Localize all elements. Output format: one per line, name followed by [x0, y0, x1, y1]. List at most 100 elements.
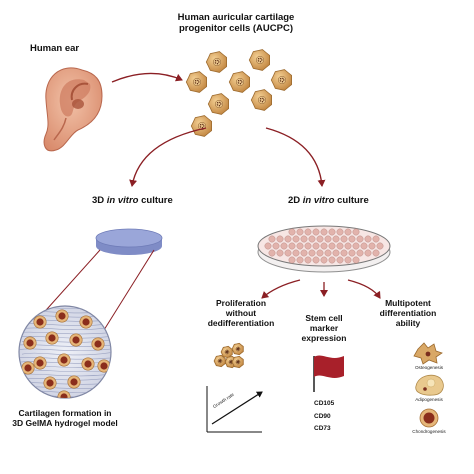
dish-cell [316, 235, 324, 243]
proliferation-label: Proliferation without dedifferentiation [207, 298, 275, 329]
dish-cell [296, 228, 304, 236]
dish-cell [368, 242, 376, 250]
hydrogel-chondrocyte [55, 309, 69, 323]
dish-cell [280, 242, 288, 250]
dish-cell [304, 256, 312, 264]
stem-cell-label: Stem cell marker expression [301, 313, 347, 344]
human-ear-label: Human ear [30, 43, 80, 54]
dish-cell [372, 249, 380, 257]
flag-icon [313, 355, 344, 392]
dish-cell [276, 249, 284, 257]
dish-cell [320, 256, 328, 264]
dish-cell [372, 235, 380, 243]
dish-cell [364, 249, 372, 257]
dish-cell [352, 256, 360, 264]
hydrogel-chondrocyte [45, 331, 59, 345]
dish-cell [336, 256, 344, 264]
gelma-disc [95, 228, 163, 255]
dish-cell [352, 228, 360, 236]
growth-rate-arrow [211, 391, 263, 425]
dish-cell [268, 235, 276, 243]
dish-cell [328, 242, 336, 250]
dish-cell [328, 228, 336, 236]
hydrogel-chondrocyte [67, 375, 81, 389]
dish-cell [336, 242, 344, 250]
dish-cell [352, 242, 360, 250]
hydrogel-chondrocyte [81, 357, 95, 371]
dish-cell [284, 235, 292, 243]
arrow-to-multipotent [347, 279, 381, 299]
dish-cell [376, 242, 384, 250]
dish-cell [360, 242, 368, 250]
osteogenesis-label: Osteogenesis [414, 365, 444, 370]
dish-cell [316, 249, 324, 257]
dish-cell [312, 242, 320, 250]
dish-cell [340, 249, 348, 257]
culture-3d-label: 3D in vitro culture [92, 195, 173, 206]
hydrogel-fiber [21, 351, 111, 356]
chondrogenesis-label: Chondrogenesis [412, 429, 446, 434]
dish-cell [276, 235, 284, 243]
proliferating-cell [213, 354, 226, 368]
dish-cell [284, 249, 292, 257]
aucpc-label: Human auricular cartilage progenitor cel… [177, 12, 295, 35]
dish-cell [272, 242, 280, 250]
hydrogel-chondrocyte [33, 315, 47, 329]
dish-cell [312, 256, 320, 264]
dish-cell [356, 235, 364, 243]
osteocyte-icon [413, 342, 443, 365]
dish-cell [288, 256, 296, 264]
dish-cell [344, 256, 352, 264]
culture-2d-label: 2D in vitro culture [288, 195, 369, 206]
dish-cell [344, 242, 352, 250]
hydrogel-cells [21, 309, 111, 398]
hydrogel-chondrocyte [43, 376, 57, 390]
dish-cell [324, 235, 332, 243]
zoom-line-right [103, 249, 155, 331]
dish-cell [300, 249, 308, 257]
aucpc-cell [250, 89, 272, 111]
hydrogel-chondrocyte [33, 356, 47, 370]
proliferating-cell [231, 342, 244, 356]
cartilage-formation-label: Cartilagen formation in 3D GelMA hydroge… [12, 408, 118, 429]
dish-cell [320, 228, 328, 236]
aucpc-cell [207, 93, 229, 115]
proliferation-cells [213, 342, 244, 369]
arrow-to-proliferation [261, 279, 301, 299]
hydrogel-chondrocyte [23, 336, 37, 350]
dish-cell [356, 249, 364, 257]
dish-cells [264, 228, 384, 264]
aucpc-cell [185, 71, 207, 93]
dish-cell [348, 249, 356, 257]
proliferating-cell [231, 355, 244, 369]
hydrogel-fiber [19, 347, 111, 352]
hydrogel-chondrocyte [57, 353, 71, 367]
aucpc-cell-cluster [185, 49, 292, 137]
dish-cell [348, 235, 356, 243]
hydrogel-chondrocyte [79, 315, 93, 329]
dish-cell [288, 228, 296, 236]
dish-cell [288, 242, 296, 250]
dish-cell [320, 242, 328, 250]
dish-cell [304, 228, 312, 236]
dish-cell [328, 256, 336, 264]
adipogenesis-label: Adipogenesis [415, 397, 443, 402]
growth-graph [206, 386, 263, 433]
aucpc-cell [228, 71, 250, 93]
aucpc-cell [248, 49, 270, 71]
hydrogel-chondrocyte [21, 361, 35, 375]
marker-cd90: CD90 [314, 412, 331, 420]
dish-cell [264, 242, 272, 250]
dish-cell [268, 249, 276, 257]
dish-cell [292, 235, 300, 243]
dish-cell [304, 242, 312, 250]
arrow-ear-to-cells [111, 72, 183, 83]
dish-cell [312, 228, 320, 236]
dish-cell [296, 256, 304, 264]
arrow-to-3d [129, 127, 207, 187]
hydrogel-fiber [21, 326, 111, 331]
dish-cell [332, 235, 340, 243]
hydrogel-chondrocyte [69, 333, 83, 347]
hydrogel-magnified-view [18, 305, 112, 399]
